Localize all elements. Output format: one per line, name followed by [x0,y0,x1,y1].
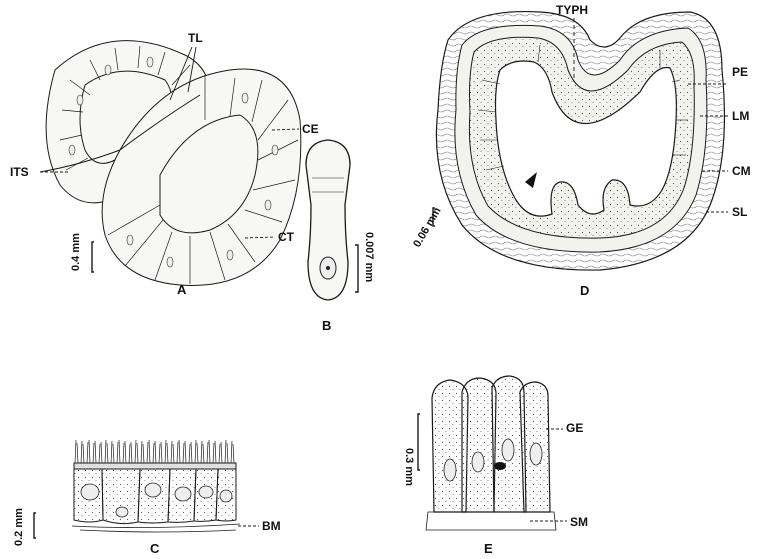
label-tl: TL [188,31,203,45]
label-ce: CE [302,122,319,136]
panel-e: GE SM 0.3 mm E [403,376,588,556]
panel-b: 0.007 mm B [306,140,375,333]
panel-letter-c: C [150,541,160,556]
label-its: ITS [10,165,29,179]
svg-text:0.3 mm: 0.3 mm [403,448,415,486]
panel-letter-e: E [484,541,493,556]
scale-bar-b: 0.007 mm [355,232,375,292]
label-cm: CM [732,164,751,178]
panel-d: TYPH PE LM CM SL 0.06 mm D [411,3,750,298]
svg-text:0.2 mm: 0.2 mm [13,508,25,546]
cilia [75,440,234,463]
svg-text:0.06 mm: 0.06 mm [411,205,444,249]
label-bm: BM [262,519,281,533]
scale-bar-a: 0.4 mm [70,233,94,272]
svg-text:0.4 mm: 0.4 mm [70,233,82,271]
panel-letter-b: B [322,318,331,333]
panel-letter-a: A [177,282,187,297]
label-ct: CT [278,230,295,244]
columnar-epithelium [432,376,550,512]
panel-letter-d: D [580,283,589,298]
label-sm: SM [570,515,588,529]
label-pe: PE [732,65,748,79]
label-ge: GE [566,421,583,435]
panel-a: TL CE ITS CT 0.4 mm A [10,31,319,297]
scale-bar-e: 0.3 mm [403,414,420,486]
scale-bar-c: 0.2 mm [13,508,36,546]
scale-bar-d: 0.06 mm [411,205,444,249]
panel-c: BM 0.2 mm C [13,440,281,556]
svg-text:0.007 mm: 0.007 mm [363,232,375,282]
label-sl: SL [732,205,747,219]
label-typh: TYPH [556,3,588,17]
label-lm: LM [732,109,749,123]
